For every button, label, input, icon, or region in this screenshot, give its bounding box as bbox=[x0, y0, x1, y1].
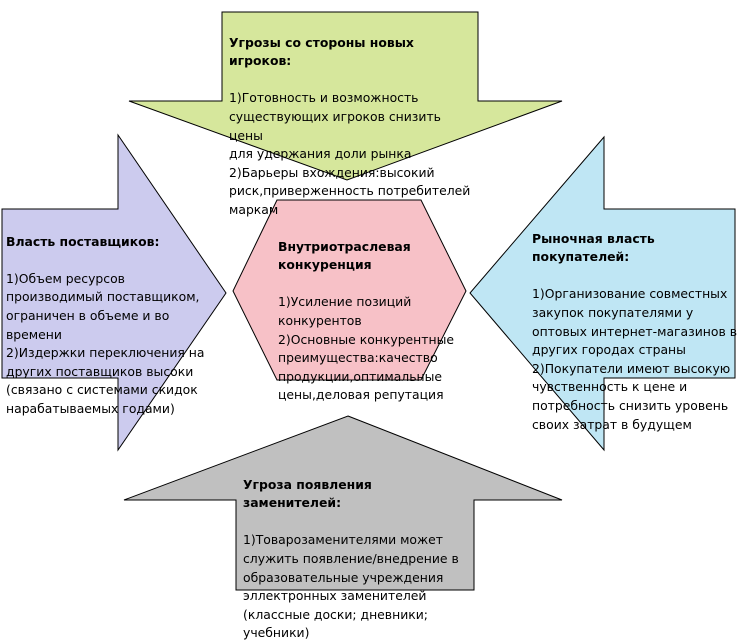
supplier-power-text: Власть поставщиков: 1)Объем ресурсов про… bbox=[6, 214, 224, 419]
new-entrants-body: 1)Готовность и возможность существующих … bbox=[229, 90, 471, 217]
new-entrants-text: Угрозы со стороны новых игроков: 1)Готов… bbox=[229, 15, 474, 220]
right-arrow-shape bbox=[469, 135, 736, 452]
supplier-power-body: 1)Объем ресурсов производимый поставщико… bbox=[6, 270, 205, 416]
bottom-arrow-shape bbox=[123, 415, 563, 591]
top-arrow-shape bbox=[128, 11, 563, 181]
industry-rivalry-text: Внутриотраслевая конкуренция 1)Усиление … bbox=[278, 219, 463, 405]
supplier-power-title: Власть поставщиков: bbox=[6, 233, 160, 249]
left-arrow-shape bbox=[1, 133, 227, 452]
substitutes-text: Угроза появления заменителей: 1)Товароза… bbox=[243, 457, 471, 643]
industry-rivalry-body: 1)Усиление позиций конкурентов 2)Основны… bbox=[278, 294, 455, 403]
buyer-power-body: 1)Организование совместных закупок покуп… bbox=[532, 286, 738, 432]
buyer-power-title: Рыночная власть покупателей: bbox=[532, 230, 655, 265]
buyer-power-text: Рыночная власть покупателей: 1)Организов… bbox=[532, 211, 738, 434]
substitutes-body: 1)Товарозаменителями может служить появл… bbox=[243, 532, 459, 641]
industry-rivalry-title: Внутриотраслевая конкуренция bbox=[278, 238, 411, 273]
center-hexagon-shape bbox=[232, 199, 467, 381]
new-entrants-title: Угрозы со стороны новых игроков: bbox=[229, 34, 414, 69]
diagram-shapes bbox=[1, 11, 736, 591]
substitutes-title: Угроза появления заменителей: bbox=[243, 476, 372, 511]
